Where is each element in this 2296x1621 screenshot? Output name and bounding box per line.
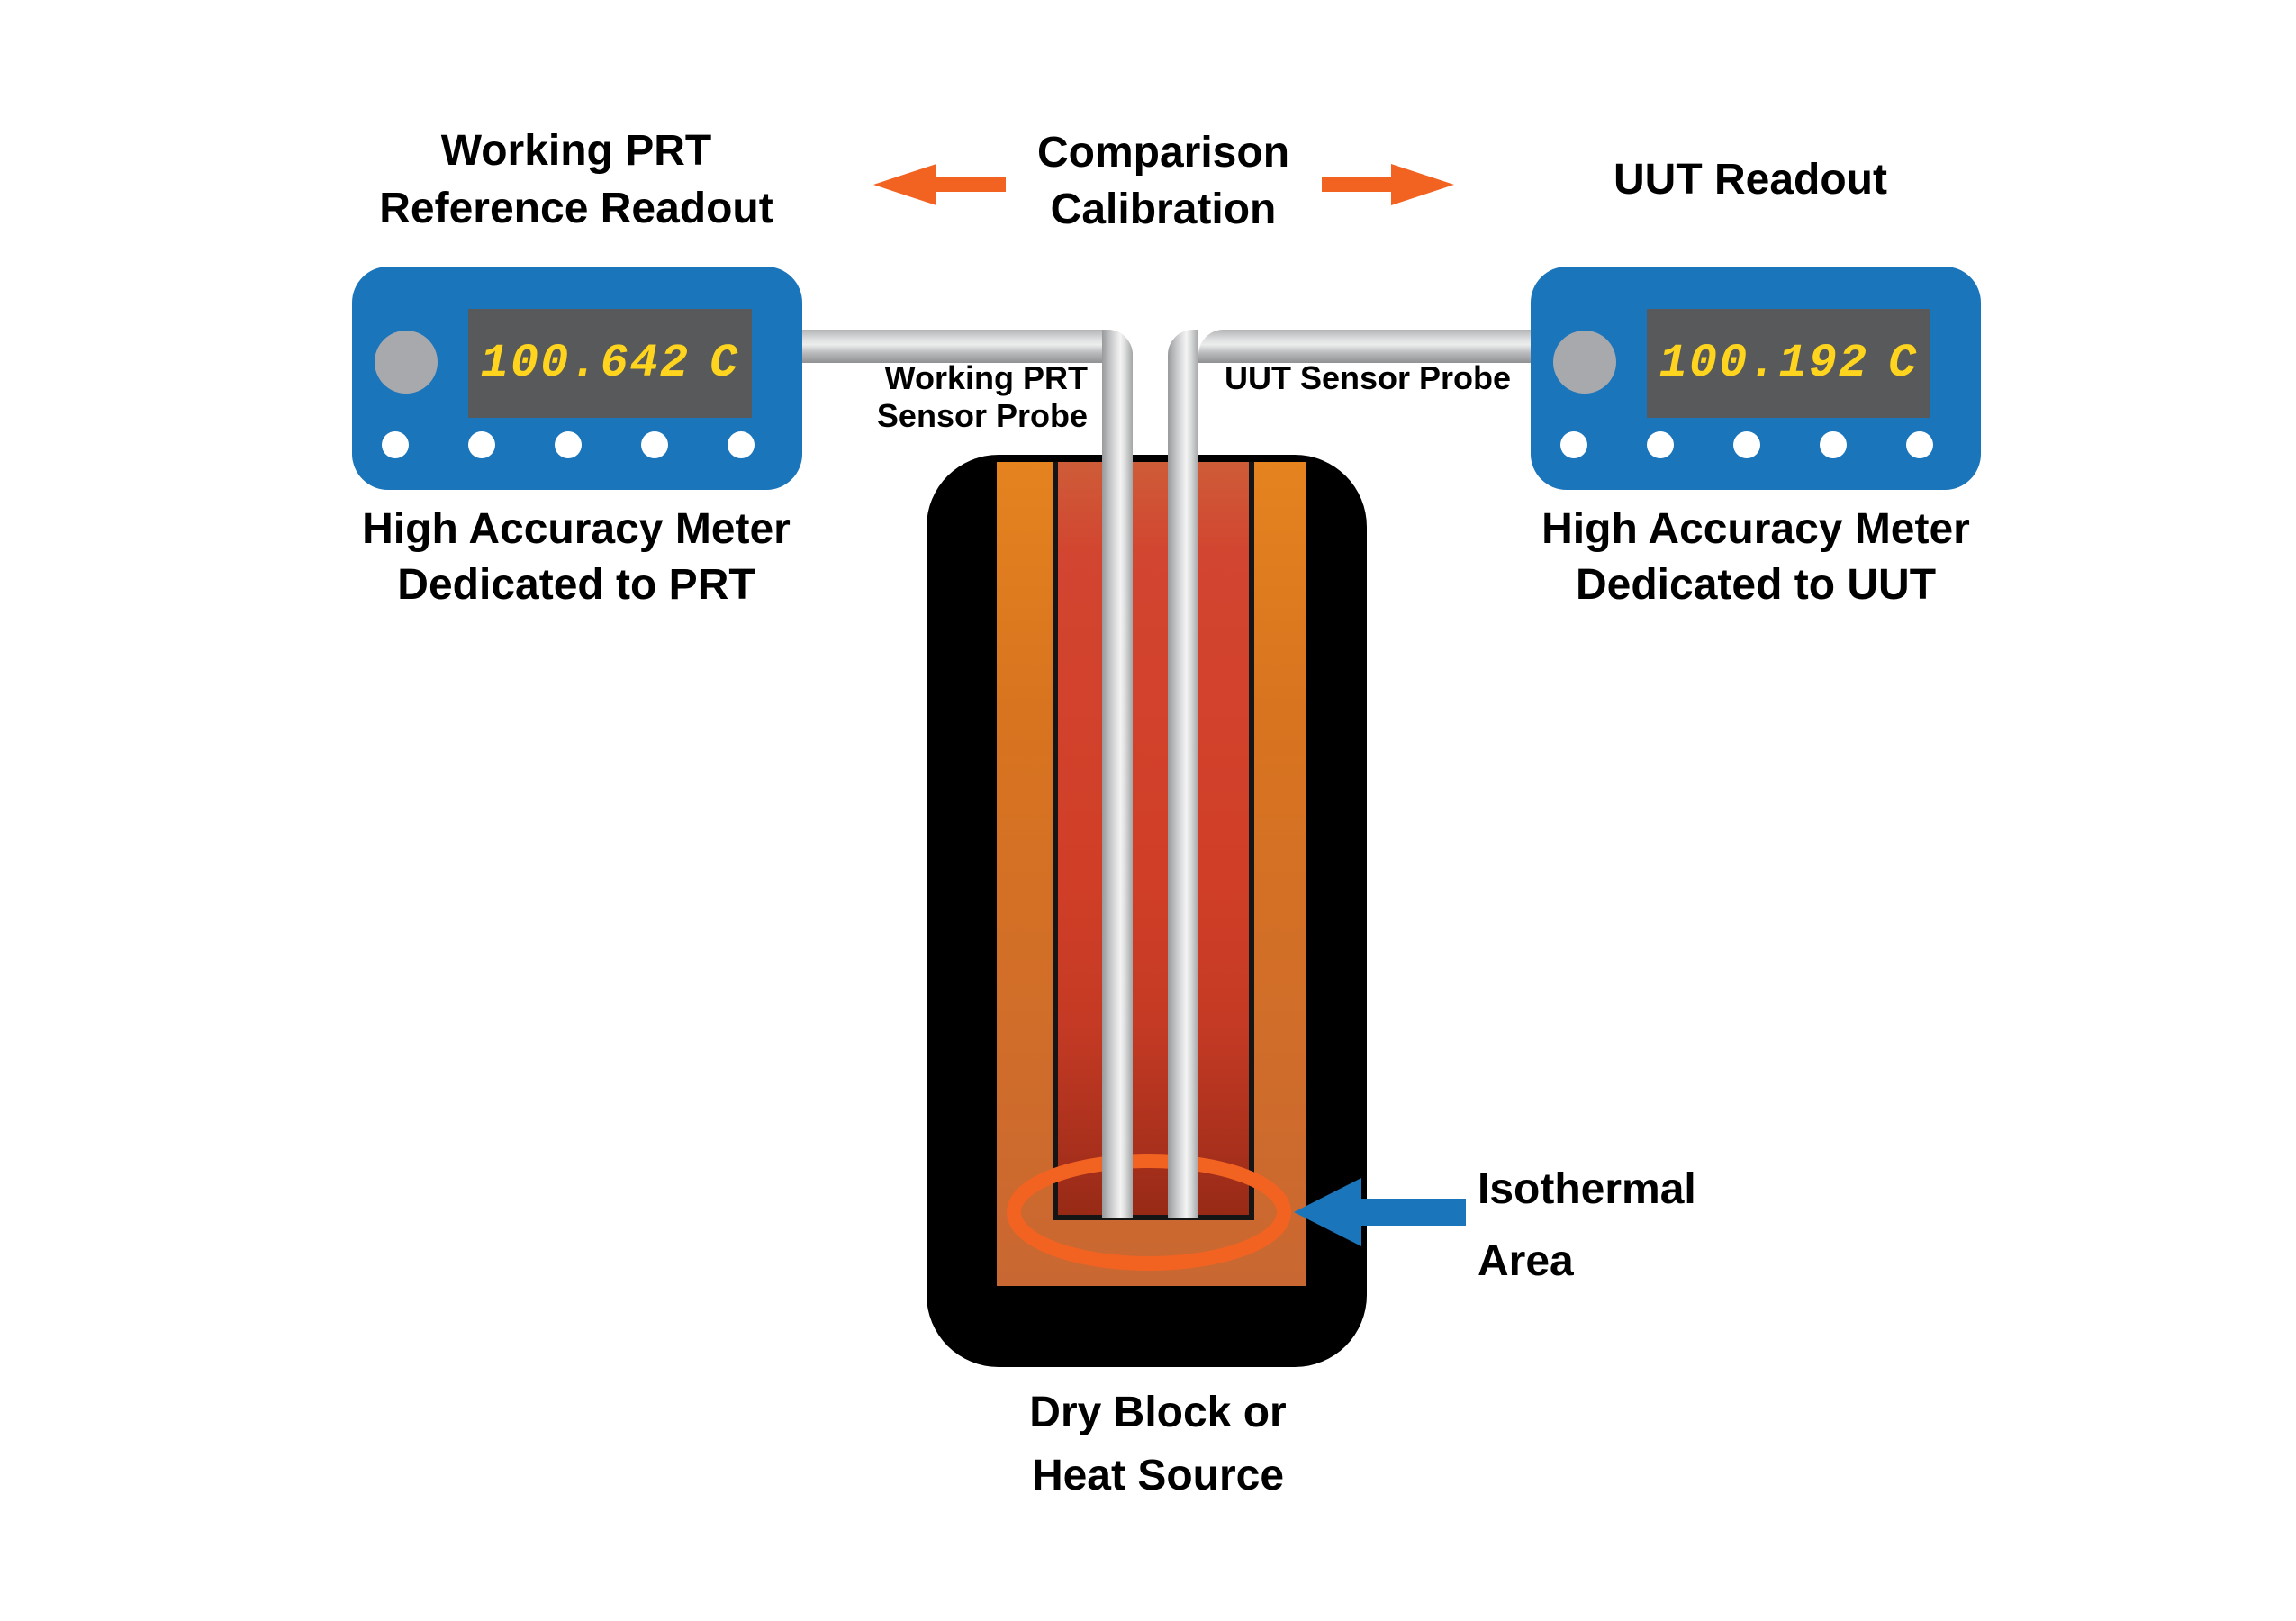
center-title-line1: Comparison [1036, 129, 1290, 177]
left-title-line2: Reference Readout [379, 185, 773, 232]
uut-meter-button-1 [1560, 431, 1587, 458]
uut-meter-unit: C [1888, 337, 1919, 390]
uut-caption-line1: High Accuracy Meter [1541, 505, 1970, 553]
isothermal-label-line1: Isothermal [1478, 1165, 1696, 1213]
uut-meter-button-4 [1820, 431, 1847, 458]
prt-caption-line1: High Accuracy Meter [362, 505, 791, 553]
uut-probe-label: UUT Sensor Probe [1225, 359, 1512, 396]
prt-probe-label-line1: Working PRT [884, 359, 1088, 396]
right-title: UUT Readout [1614, 156, 1887, 204]
prt-probe-label-line2: Sensor Probe [876, 397, 1088, 434]
uut-cable-horizontal [1198, 330, 1531, 363]
dry-block-label-line1: Dry Block or [1029, 1389, 1287, 1436]
prt-meter-button-5 [728, 431, 755, 458]
dry-block-well [1053, 462, 1254, 1220]
prt-caption-line2: Dedicated to PRT [397, 561, 755, 609]
uut-meter-display: 100.192 C [1647, 309, 1930, 418]
prt-meter-button-1 [382, 431, 409, 458]
prt-meter-display: 100.642 C [468, 309, 752, 418]
prt-meter: 100.642 C [352, 267, 802, 490]
prt-probe-vertical [1102, 330, 1133, 1218]
uut-caption-line2: Dedicated to UUT [1575, 561, 1937, 609]
uut-meter-button-3 [1733, 431, 1760, 458]
prt-meter-knob [375, 331, 438, 394]
isothermal-label-line2: Area [1478, 1237, 1574, 1285]
prt-meter-button-3 [555, 431, 582, 458]
uut-meter-button-5 [1906, 431, 1933, 458]
dry-block-label-line2: Heat Source [1031, 1452, 1285, 1499]
left-title-line1: Working PRT [440, 127, 712, 175]
prt-cable-horizontal [802, 330, 1133, 363]
prt-meter-value: 100.642 [480, 337, 691, 390]
uut-meter: 100.192 C [1531, 267, 1981, 490]
center-title-line2: Calibration [1050, 186, 1277, 233]
uut-meter-button-2 [1647, 431, 1674, 458]
uut-probe-vertical [1168, 330, 1198, 1218]
prt-meter-button-2 [468, 431, 495, 458]
uut-meter-knob [1553, 331, 1616, 394]
prt-meter-unit: C [710, 337, 740, 390]
prt-meter-button-4 [641, 431, 668, 458]
uut-meter-value: 100.192 [1659, 337, 1869, 390]
